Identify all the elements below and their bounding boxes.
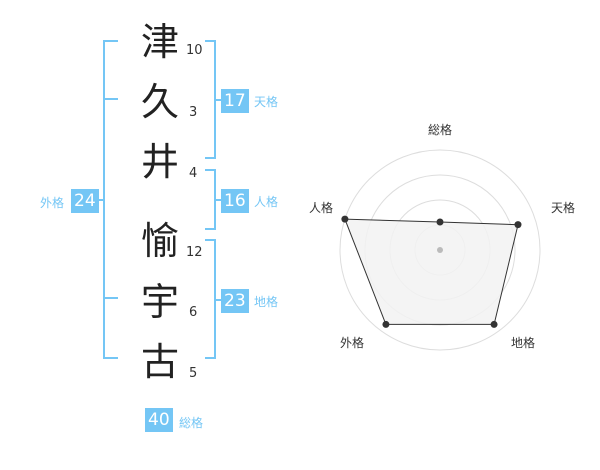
radar-center-dot (437, 247, 443, 253)
radar-axis-label-gaikaku: 外格 (340, 336, 365, 350)
stroke-count-2: 3 (189, 105, 198, 120)
gaikaku-label: 外格 (40, 196, 65, 210)
stroke-count-6: 5 (189, 366, 198, 381)
radar-point-2 (514, 221, 522, 229)
tenkaku-value-badge: 17 (221, 89, 249, 113)
name-char-6: 古 (140, 340, 179, 384)
soukaku-label: 総格 (179, 416, 204, 430)
radar-axis-label-soukaku: 総格 (428, 123, 453, 137)
radar-axis-label-jinkaku: 人格 (309, 201, 334, 215)
stroke-count-4: 12 (186, 245, 203, 260)
name-char-4: 愉 (140, 219, 179, 263)
jinkaku-label: 人格 (254, 195, 279, 209)
name-char-5: 宇 (140, 280, 179, 324)
soukaku-value-badge: 40 (145, 408, 173, 432)
radar-point-1 (436, 218, 444, 226)
tenkaku-label: 天格 (254, 95, 279, 109)
radar-axis-label-tenkaku: 天格 (551, 201, 576, 215)
stroke-count-1: 10 (186, 43, 203, 58)
chikaku-label: 地格 (254, 295, 279, 309)
chikaku-value-badge: 23 (221, 289, 249, 313)
radar-axis-label-chikaku: 地格 (511, 336, 536, 350)
radar-point-4 (382, 320, 390, 328)
name-char-3: 井 (140, 140, 179, 184)
stroke-count-3: 4 (189, 166, 198, 181)
name-char-2: 久 (140, 80, 179, 124)
radar-point-5 (341, 215, 349, 223)
radar-series-polygon (344, 218, 519, 325)
stroke-count-5: 6 (189, 305, 198, 320)
radar-grid-ring (339, 149, 541, 351)
jinkaku-value-badge: 16 (221, 189, 249, 213)
name-char-1: 津 (140, 20, 179, 64)
gaikaku-value-badge: 24 (71, 189, 99, 213)
radar-point-3 (490, 320, 498, 328)
